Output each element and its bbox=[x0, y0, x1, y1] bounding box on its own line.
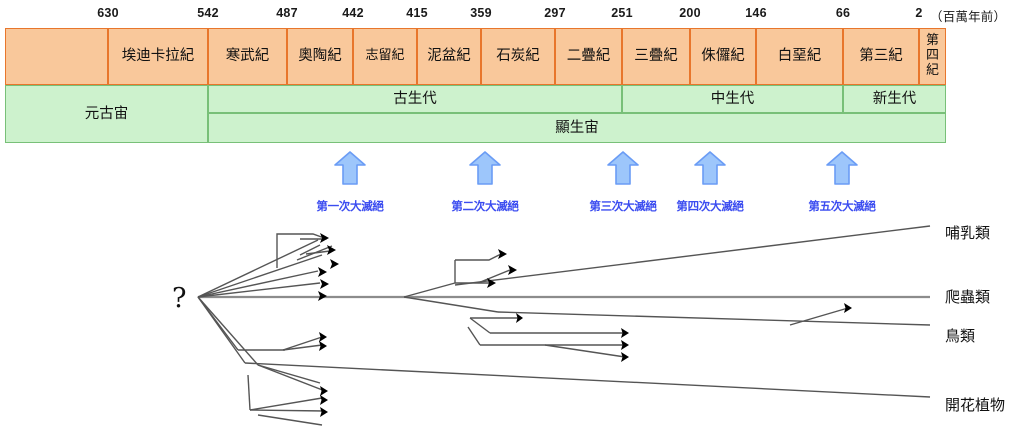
branch-bird-v bbox=[469, 317, 491, 334]
axis-tick-415: 415 bbox=[406, 6, 428, 20]
era-cell-1: 中生代 bbox=[622, 85, 843, 113]
period-cell-4: 志留紀 bbox=[353, 28, 417, 85]
branch-plant-cluster-stem bbox=[257, 364, 321, 384]
branch-upper-b bbox=[197, 254, 323, 298]
era-cell-2: 新生代 bbox=[843, 85, 946, 113]
branch-clade-bracket-2 bbox=[299, 244, 321, 256]
extinction-label-5: 第五次大滅絕 bbox=[808, 199, 876, 213]
period-cell-7: 二疊紀 bbox=[555, 28, 622, 85]
period-cell-1: 埃迪卡拉紀 bbox=[108, 28, 208, 85]
branch-clade-bracket-1 bbox=[276, 233, 328, 268]
extinction-label-3: 第三次大滅絕 bbox=[589, 199, 657, 213]
branch-flowering-plants bbox=[244, 362, 931, 398]
tree-tip-label-0: 哺乳類 bbox=[945, 224, 991, 242]
branch-mammals bbox=[454, 225, 931, 286]
branch-bird-stem bbox=[403, 296, 499, 313]
tip-line-u2 bbox=[305, 250, 331, 255]
extinction-label-2: 第二次大滅絕 bbox=[451, 199, 519, 213]
branch-plant-t3 bbox=[249, 397, 323, 411]
tree-tip-markers bbox=[318, 233, 852, 417]
extinction-arrow-1 bbox=[334, 151, 366, 185]
branch-plant-u1 bbox=[282, 336, 323, 351]
phylogenetic-tree bbox=[197, 225, 931, 426]
axis-tick-146: 146 bbox=[745, 6, 767, 20]
period-cell-10: 白堊紀 bbox=[756, 28, 843, 85]
branch-plant-t1 bbox=[257, 364, 326, 392]
branch-upper-d bbox=[197, 282, 321, 298]
extinction-arrow-5 bbox=[826, 151, 858, 185]
eon-cell-1: 顯生宙 bbox=[208, 113, 946, 143]
axis-tick-630: 630 bbox=[97, 6, 119, 20]
axis-tick-200: 200 bbox=[679, 6, 701, 20]
axis-tick-2: 2 bbox=[915, 6, 923, 20]
branch-mid-top bbox=[455, 253, 502, 261]
period-cell-3: 奧陶紀 bbox=[287, 28, 353, 85]
axis-tick-66: 66 bbox=[835, 6, 851, 20]
axis-tick-297: 297 bbox=[544, 6, 566, 20]
branch-bird-long bbox=[497, 311, 931, 326]
eon-cell-0: 元古宙 bbox=[5, 85, 208, 143]
branch-plant-t4 bbox=[249, 409, 326, 412]
period-cell-9: 侏儸紀 bbox=[690, 28, 756, 85]
branch-plant-t2 bbox=[247, 374, 251, 411]
branch-plant-t5 bbox=[257, 414, 323, 426]
period-cell-11: 第三紀 bbox=[843, 28, 919, 85]
axis-tick-row: 630 542 487 442 415 359 297 251 200 146 66 2 （百萬年前） bbox=[0, 0, 1024, 28]
period-cell-empty bbox=[5, 28, 108, 85]
branch-bird-d bbox=[544, 344, 626, 358]
period-cell-2: 寒武紀 bbox=[208, 28, 287, 85]
axis-tick-542: 542 bbox=[197, 6, 219, 20]
branch-upper-a bbox=[197, 239, 319, 298]
period-cell-6: 石炭紀 bbox=[481, 28, 555, 85]
extinction-arrow-2 bbox=[469, 151, 501, 185]
branch-plant-u2 bbox=[282, 344, 323, 351]
tree-root-unknown-marker: ? bbox=[172, 283, 187, 314]
branch-upper-c bbox=[197, 270, 319, 298]
branch-mid-stem bbox=[403, 282, 456, 298]
period-cell-8: 三疊紀 bbox=[622, 28, 690, 85]
axis-tick-442: 442 bbox=[342, 6, 364, 20]
axis-tick-251: 251 bbox=[611, 6, 633, 20]
tree-tip-label-3: 開花植物 bbox=[945, 396, 1006, 414]
period-cell-12: 第四紀 bbox=[919, 28, 946, 85]
axis-unit-label: （百萬年前） bbox=[930, 10, 1007, 24]
branch-bird-e bbox=[467, 326, 481, 346]
extinction-label-1: 第一次大滅絕 bbox=[316, 199, 384, 213]
axis-tick-487: 487 bbox=[276, 6, 298, 20]
branch-reptile-spur bbox=[789, 307, 849, 326]
branch-plant-c bbox=[197, 296, 239, 351]
extinction-label-4: 第四次大滅絕 bbox=[676, 199, 744, 213]
extinction-arrow-3 bbox=[607, 151, 639, 185]
period-cell-5: 泥盆紀 bbox=[417, 28, 481, 85]
extinction-arrow-4 bbox=[694, 151, 726, 185]
tree-tip-label-2: 鳥類 bbox=[945, 327, 976, 345]
axis-tick-359: 359 bbox=[470, 6, 492, 20]
tree-branches bbox=[197, 225, 931, 426]
branch-plant-a bbox=[197, 296, 259, 366]
era-cell-0: 古生代 bbox=[208, 85, 622, 113]
tree-tip-label-1: 爬蟲類 bbox=[945, 288, 991, 306]
